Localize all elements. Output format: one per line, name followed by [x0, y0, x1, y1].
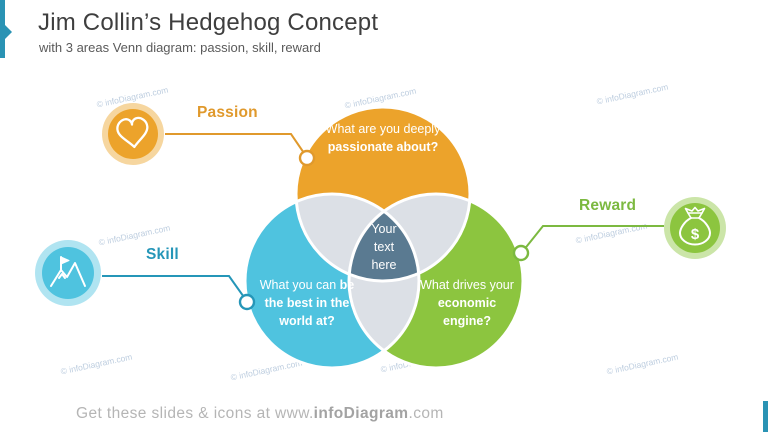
money-bag-icon [679, 206, 711, 246]
skill-question-bold: be the best in the world at? [264, 278, 355, 328]
footer-accent-bar [763, 401, 768, 432]
skill-connector-line [102, 275, 247, 301]
reward-label: Reward [579, 197, 637, 214]
reward-connector-line [522, 225, 664, 252]
dollar-sign: $ [691, 226, 700, 243]
passion-question-normal: What are you deeply [325, 122, 441, 136]
footer-prefix: Get these slides & icons at www. [76, 405, 314, 422]
footer-brand: infoDiagram [313, 405, 409, 422]
footer-suffix: .com [408, 405, 444, 422]
page-title: Jim Collin’s Hedgehog Concept [38, 9, 379, 36]
passion-label: Passion [197, 104, 258, 121]
passion-circle-outline [294, 105, 472, 283]
footer-link[interactable]: Get these slides & icons at www.infoDiag… [76, 405, 444, 423]
skill-question-normal: What you can [259, 278, 340, 292]
passion-question: What are you deeply passionate about? [321, 121, 445, 157]
reward-circle-outline [347, 192, 525, 370]
passion-icon-badge [102, 103, 164, 165]
skill-circle-outline [243, 192, 421, 370]
header-accent-bar [0, 0, 5, 58]
skill-question: What you can be the best in the world at… [255, 277, 359, 330]
page-subtitle: with 3 areas Venn diagram: passion, skil… [39, 40, 321, 55]
reward-icon-badge: $ [664, 197, 726, 259]
reward-connector-ring [512, 244, 530, 262]
passion-question-bold: passionate about? [327, 139, 439, 154]
skill-icon-circle [42, 247, 94, 299]
reward-question-bold: economic engine? [437, 295, 497, 328]
passion-connector-line [165, 133, 307, 157]
heart-icon [116, 116, 149, 149]
skill-connector-ring [238, 293, 256, 311]
reward-question: What drives your economic engine? [414, 277, 520, 330]
center-placeholder-text: Your text here [371, 222, 397, 272]
skill-icon-badge [35, 240, 101, 306]
header-accent-arrow-icon [5, 25, 12, 39]
center-overlap [349, 194, 419, 281]
reward-question-normal: What drives your [420, 278, 514, 292]
mountain-flag-icon [50, 256, 86, 287]
passion-icon-circle [108, 109, 158, 159]
passion-connector-ring [298, 149, 316, 167]
skill-label: Skill [146, 246, 179, 263]
